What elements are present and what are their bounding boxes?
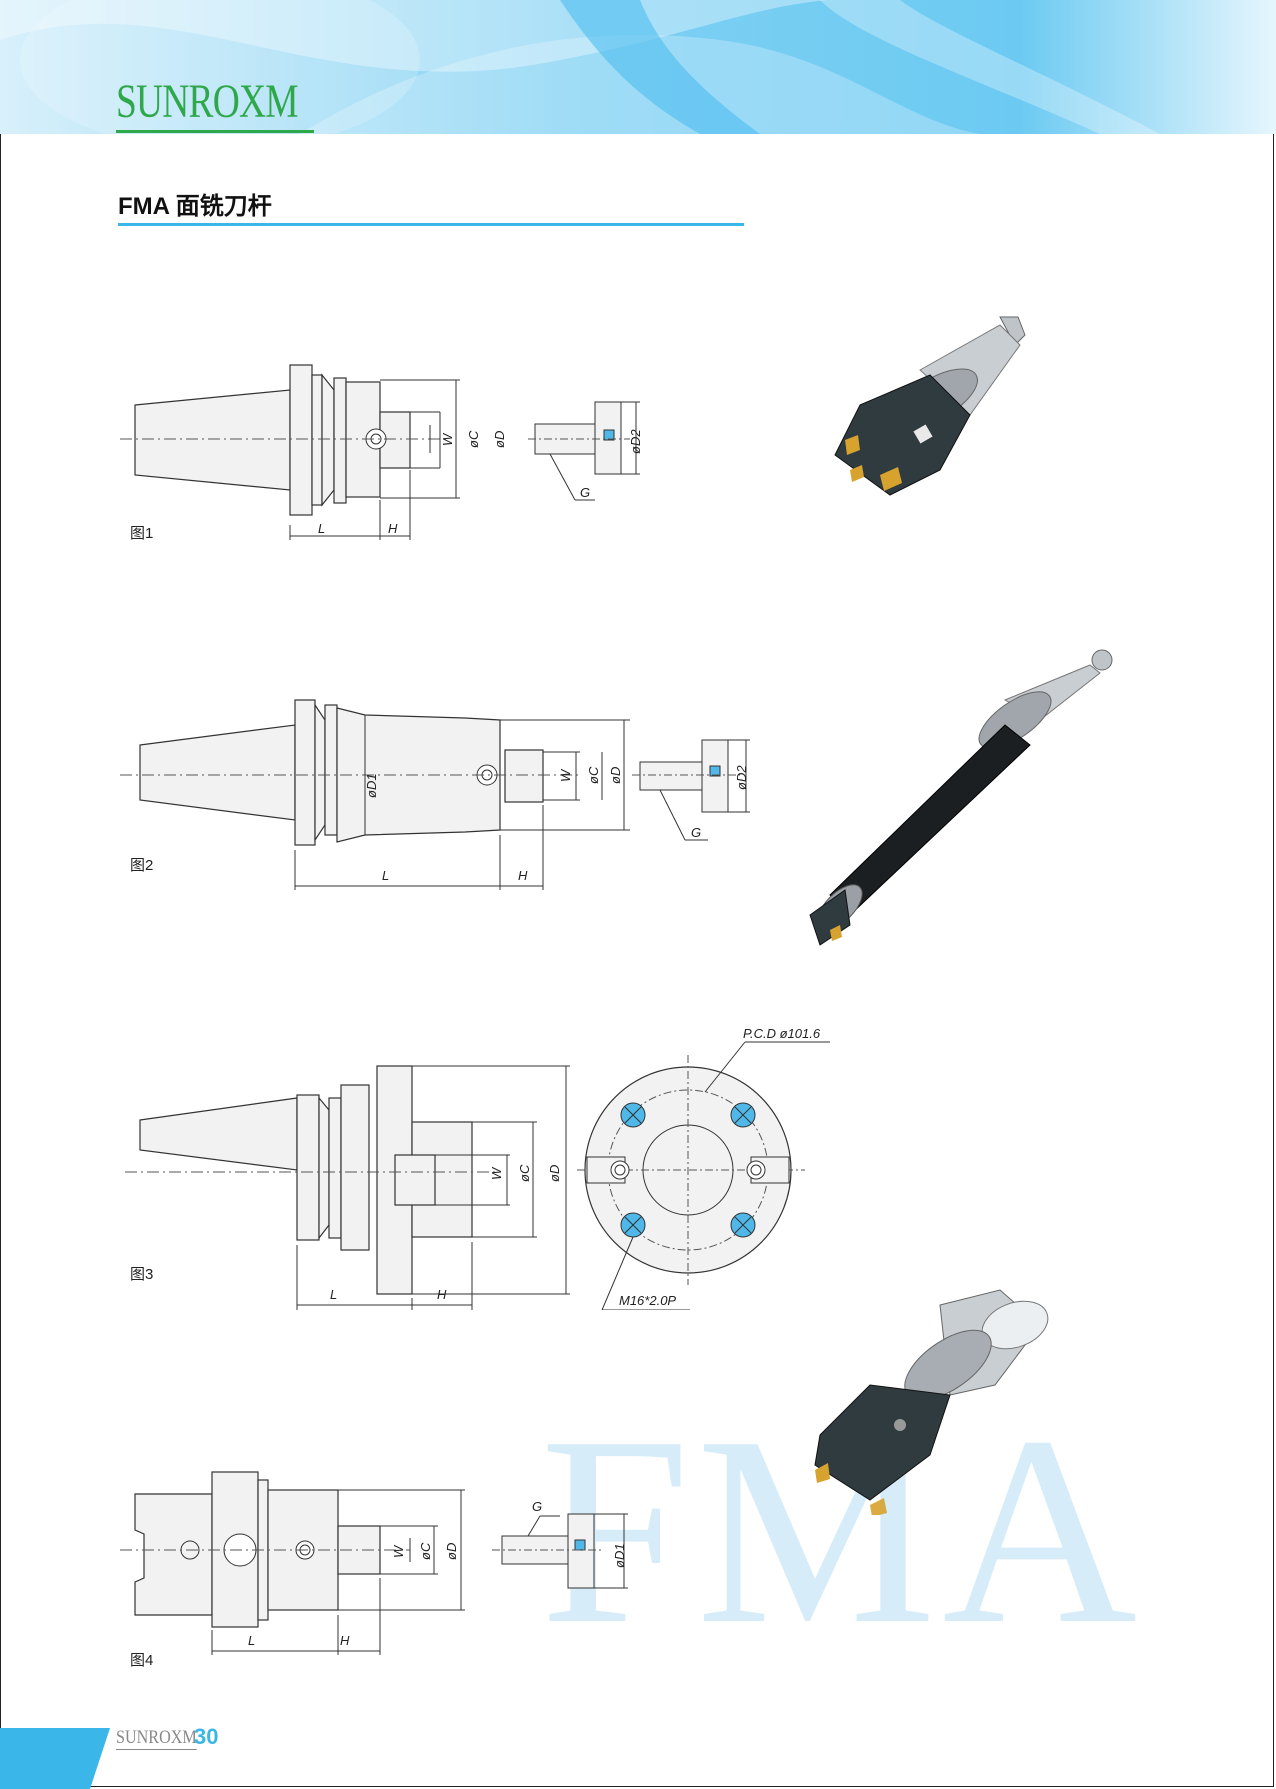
figure-1-label: 图1 bbox=[130, 525, 154, 542]
dim-D2: øD2 bbox=[628, 429, 643, 454]
figure-3-drawing: W øC øD L H P.C.D ø101.6 M16*2.0P bbox=[125, 1026, 830, 1310]
dim-L: L bbox=[318, 521, 325, 536]
footer-brand: SUNROXM bbox=[116, 1727, 197, 1750]
dim-C-2: øC bbox=[586, 766, 601, 784]
figure-4-label: 图4 bbox=[130, 1652, 154, 1669]
taper-shank bbox=[134, 389, 291, 491]
dim-G: G bbox=[580, 485, 590, 500]
dim-D: øD bbox=[492, 431, 507, 448]
dim-H: H bbox=[388, 521, 398, 536]
title-rule bbox=[118, 223, 744, 226]
footer-tab bbox=[0, 1728, 110, 1789]
dim-D1: øD1 bbox=[364, 773, 379, 798]
dim-D2-2: øD2 bbox=[734, 765, 749, 790]
dim-W-3: W bbox=[489, 1166, 504, 1180]
dim-C-4: øC bbox=[418, 1542, 433, 1560]
header-banner bbox=[0, 0, 1276, 134]
dim-G-2: G bbox=[691, 825, 701, 840]
product-photo-1 bbox=[834, 316, 1026, 496]
brand-logo: SUNROXM bbox=[116, 75, 299, 128]
page-title: FMA 面铣刀杆 bbox=[118, 193, 272, 220]
dim-D1-4: øD1 bbox=[612, 1543, 627, 1568]
dim-H-3: H bbox=[437, 1287, 447, 1302]
dim-W-4: W bbox=[391, 1544, 406, 1558]
dim-W-2: W bbox=[558, 768, 573, 782]
dim-C: øC bbox=[466, 430, 481, 448]
dim-D-2: øD bbox=[608, 767, 623, 784]
dim-W: W bbox=[440, 432, 455, 446]
dim-L-4: L bbox=[248, 1633, 255, 1648]
figure-4-drawing: W øC øD L H øD1 G bbox=[120, 1471, 628, 1655]
product-photo-4 bbox=[814, 1289, 1049, 1515]
dim-L-2: L bbox=[382, 868, 389, 883]
dim-D-3: øD bbox=[547, 1165, 562, 1182]
dim-pcd: P.C.D ø101.6 bbox=[743, 1026, 821, 1041]
dim-thread: M16*2.0P bbox=[619, 1293, 676, 1308]
figure-1-drawing: W øC øD L H øD2 G bbox=[120, 364, 643, 540]
dim-H-4: H bbox=[340, 1633, 350, 1648]
flange bbox=[289, 364, 313, 516]
dim-G-4: G bbox=[532, 1499, 542, 1514]
banner-graphic bbox=[0, 0, 1276, 134]
dim-C-3: øC bbox=[517, 1164, 532, 1182]
page-number: 30 bbox=[194, 1724, 219, 1749]
dim-H-2: H bbox=[518, 868, 528, 883]
dim-D-4: øD bbox=[444, 1543, 459, 1560]
figure-3-label: 图3 bbox=[130, 1266, 154, 1283]
logo-underline bbox=[116, 130, 314, 133]
figure-2-label: 图2 bbox=[130, 857, 154, 874]
dim-L-3: L bbox=[330, 1287, 337, 1302]
product-photo-2 bbox=[809, 649, 1113, 946]
figure-2-drawing: øD1 W øC øD L H øD2 G bbox=[120, 699, 750, 890]
